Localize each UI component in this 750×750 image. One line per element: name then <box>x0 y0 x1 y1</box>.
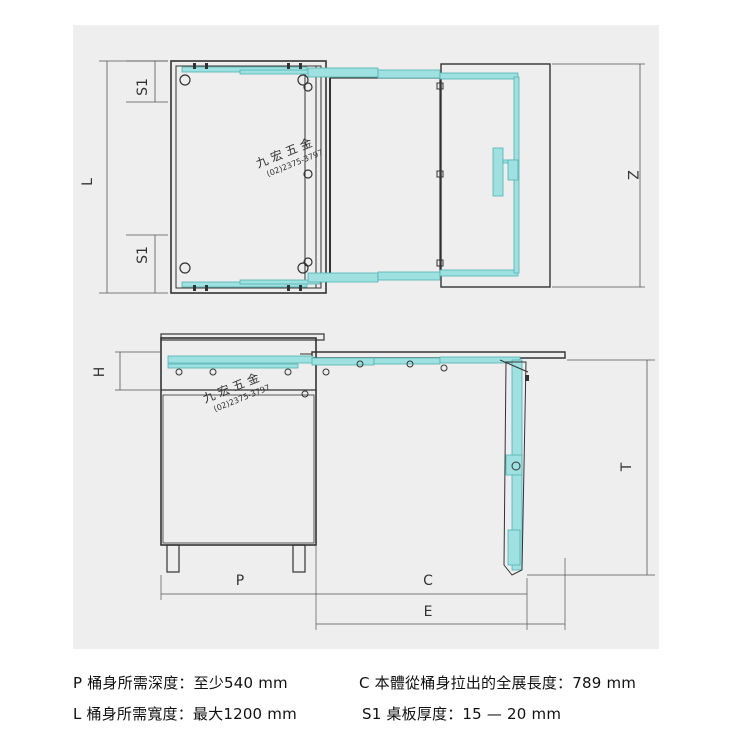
dim-label-S1-upper: S1 <box>135 78 151 96</box>
cabinet-outline-top <box>170 60 327 294</box>
dim-label-L: L <box>80 178 96 186</box>
watermark-top: 九 宏 五 金 (02)2375-3797 <box>254 135 325 179</box>
cabinet-outline-side <box>160 337 317 546</box>
spec-P-depth: P 桶身所需深度：至少540 mm <box>73 674 288 692</box>
screw-holes-top <box>179 74 313 274</box>
table-top-side-view <box>311 351 566 359</box>
slide-rails-side <box>167 355 523 571</box>
cabinet-leg-right <box>292 544 306 573</box>
dim-label-T: T <box>619 462 635 472</box>
dim-label-P: P <box>236 573 244 589</box>
dim-label-S1-lower: S1 <box>135 246 151 264</box>
spec-L-width: L 桶身所需寬度：最大1200 mm <box>73 705 297 723</box>
drawer-panel-top <box>329 77 441 277</box>
slide-rails-top <box>181 66 520 288</box>
side-view: H T P C E 九 宏 五 金 (02)2375-3797 <box>92 333 655 630</box>
dim-label-Z: Z <box>624 170 640 180</box>
spec-C-extension: C 本體從桶身拉出的全展長度：789 mm <box>359 674 637 692</box>
top-view: L S1 S1 Z 九 宏 五 金 (02)2375-3797 <box>80 60 645 294</box>
cabinet-leg-left <box>166 544 180 573</box>
dim-label-E: E <box>424 604 433 620</box>
dim-label-H: H <box>92 367 108 378</box>
diagram-panel: L S1 S1 Z 九 宏 五 金 (02)2375-3797 <box>73 25 659 649</box>
technical-drawing: L S1 S1 Z 九 宏 五 金 (02)2375-3797 <box>80 60 655 630</box>
spec-S1-thickness: S1 桌板厚度：15 — 20 mm <box>362 705 562 723</box>
dim-label-C: C <box>423 573 433 589</box>
table-top-top-view <box>440 63 551 288</box>
